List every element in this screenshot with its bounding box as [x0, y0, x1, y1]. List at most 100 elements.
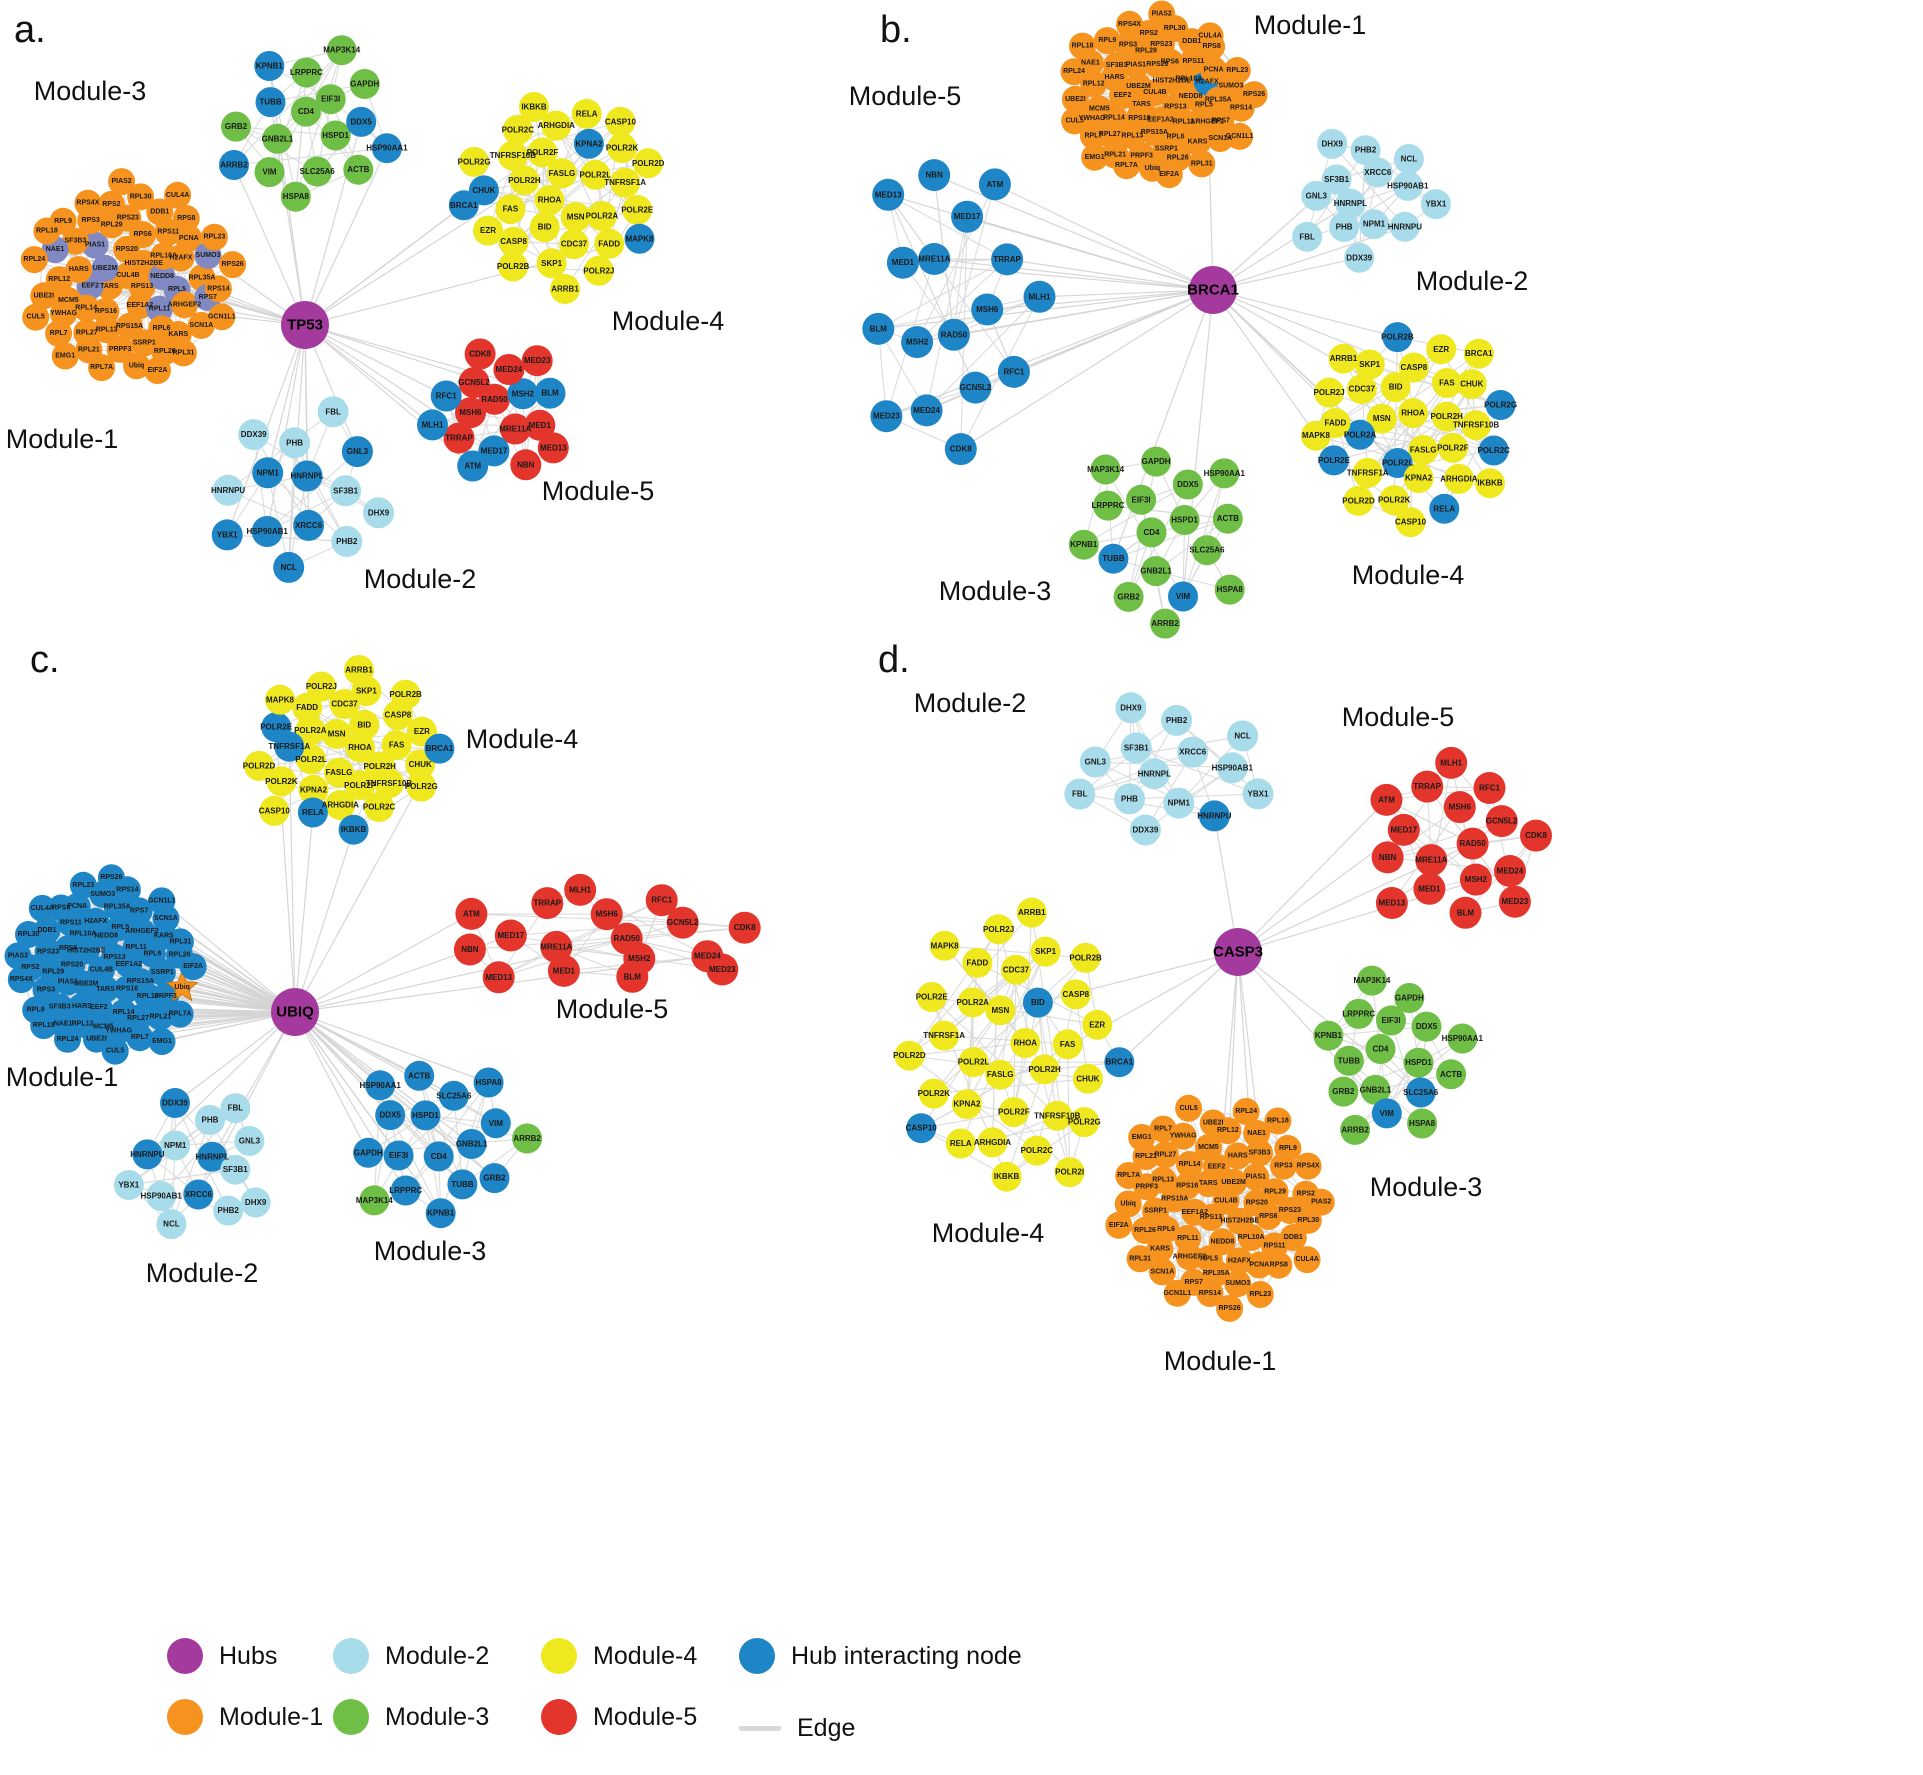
- network-node: [951, 1089, 982, 1120]
- network-node: [363, 497, 394, 529]
- network-node: [349, 69, 380, 99]
- node-label: GNL3: [1306, 191, 1328, 200]
- node-label: RPL5: [168, 286, 186, 293]
- network-node: [221, 111, 251, 142]
- hub-edge: [1237, 799, 1387, 953]
- network-node: [510, 449, 542, 481]
- node-label: CUL5: [27, 314, 45, 321]
- node-label: RPS16: [1128, 115, 1150, 122]
- node-label: LRPPRC: [389, 1186, 422, 1195]
- node-label: SF3B3: [49, 1004, 71, 1011]
- edge: [267, 472, 290, 568]
- edge: [953, 184, 996, 335]
- node-label: CHUK: [1076, 1074, 1099, 1083]
- network-node: [148, 1028, 176, 1055]
- network-node: [962, 947, 993, 978]
- edge: [916, 258, 1008, 343]
- network-node: [321, 719, 352, 749]
- ubiq-star-node: [165, 970, 199, 1002]
- node-label: BRCA1: [426, 744, 454, 753]
- node-label: RELA: [950, 1139, 972, 1148]
- node-label: PCNA: [1249, 1262, 1269, 1269]
- node-label: RPS13: [131, 283, 153, 290]
- node-label: EEF1A2: [116, 961, 143, 968]
- node-label: RPL23: [1249, 1291, 1271, 1298]
- node-label: MED1: [553, 966, 576, 975]
- network-node: [456, 1129, 487, 1159]
- node-label: ARHGDIA: [322, 801, 360, 810]
- node-label: HNRNPL: [1138, 769, 1171, 778]
- network-node: [541, 110, 572, 141]
- node-label: POLR2F: [344, 781, 376, 790]
- node-label: MED17: [481, 446, 508, 455]
- network-node: [499, 413, 531, 445]
- node-label: RPL27: [1099, 131, 1121, 138]
- node-label: SSRP1: [1144, 1208, 1167, 1215]
- network-node: [238, 419, 270, 451]
- network-node: [1395, 507, 1426, 538]
- network-node: [1437, 432, 1468, 463]
- hub-edge: [233, 164, 306, 326]
- node-label: MRE11A: [1415, 856, 1447, 865]
- network-node: [375, 1100, 406, 1131]
- network-node: [47, 894, 75, 922]
- edge: [1367, 416, 1448, 474]
- network-node: [1426, 334, 1457, 365]
- network-node: [1447, 1023, 1478, 1054]
- network-node: [512, 1123, 543, 1154]
- node-label: GNB2L1: [262, 134, 294, 143]
- edge: [1396, 336, 1424, 451]
- node-label: CDK8: [734, 923, 756, 932]
- network-node: [1001, 954, 1031, 985]
- network-node: [622, 194, 653, 225]
- network-node: [359, 1185, 390, 1216]
- node-label: RPS20: [116, 246, 138, 253]
- node-label: ACTB: [1440, 1070, 1462, 1079]
- node-label: RAD50: [481, 395, 508, 404]
- node-label: HSP90AB1: [1212, 763, 1254, 772]
- module-label: Module-4: [466, 724, 579, 754]
- node-label: DDB1: [150, 209, 169, 216]
- node-label: EIF2A: [183, 963, 203, 970]
- node-label: RPL7: [131, 1034, 149, 1041]
- network-node: [918, 159, 951, 192]
- node-label: MED13: [1379, 899, 1406, 908]
- hub-label: TP53: [287, 317, 323, 334]
- edge: [471, 913, 683, 924]
- edge: [916, 184, 996, 343]
- node-label: POLR2K: [606, 144, 639, 153]
- network-node: [1379, 485, 1410, 516]
- node-label: RPL7: [1154, 1126, 1172, 1133]
- network-node: [371, 133, 402, 164]
- node-label: ARHGEF2: [125, 928, 159, 935]
- node-label: RPL9: [1279, 1145, 1297, 1152]
- node-label: DDX5: [351, 117, 373, 126]
- network-node: [1301, 420, 1331, 451]
- node-label: RPL35A: [189, 274, 216, 281]
- network-node: [1138, 758, 1170, 790]
- node-label: HSPA8: [1217, 585, 1244, 594]
- node-label: CUL4A: [1198, 32, 1221, 39]
- node-label: BLM: [624, 972, 642, 981]
- network-node: [616, 960, 649, 993]
- network-node: [1245, 1251, 1273, 1279]
- network-node: [298, 774, 329, 805]
- network-node: [509, 165, 540, 196]
- network-node: [1200, 56, 1228, 84]
- network-node: [1382, 448, 1413, 478]
- network-node: [886, 246, 919, 279]
- node-label: CUL5: [106, 1048, 124, 1055]
- node-label: IKBKB: [1477, 479, 1503, 488]
- node-label: SUMO3: [90, 891, 115, 898]
- hub-edge: [934, 258, 1214, 291]
- network-node: [33, 217, 61, 245]
- network-node: [197, 1141, 228, 1172]
- network-node: [1461, 410, 1491, 441]
- node-label: POLR2K: [1378, 496, 1411, 505]
- node-label: YBX1: [1425, 200, 1446, 209]
- node-label: RPL29: [1264, 1188, 1286, 1195]
- node-label: HARS: [69, 266, 89, 273]
- node-label: TRRAP: [993, 255, 1021, 264]
- network-node: [1293, 1246, 1321, 1274]
- node-label: POLR2F: [1437, 443, 1469, 452]
